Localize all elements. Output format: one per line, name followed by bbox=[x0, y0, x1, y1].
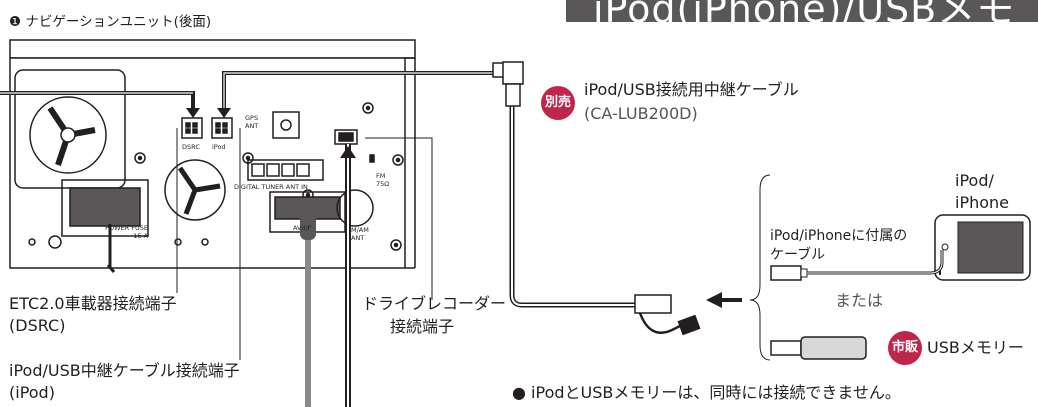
av-if-label: AV/I/F bbox=[293, 224, 312, 232]
usb-memory-label: USBメモリー bbox=[927, 338, 1024, 357]
optional-badge: 別売 bbox=[541, 86, 575, 120]
usb-memory-stick bbox=[770, 336, 867, 360]
unit-subtitle: ❶ ナビゲーションユニット(後面) bbox=[9, 14, 212, 30]
relay-cable-model: (CA-LUB200D) bbox=[584, 104, 698, 123]
relay-cable bbox=[492, 61, 742, 336]
power-fuse-label: POWER FUSE 15 A bbox=[105, 224, 148, 240]
unit-cables bbox=[0, 71, 500, 407]
or-label: または bbox=[835, 291, 884, 310]
ipod-device-title: iPod/ bbox=[955, 171, 994, 190]
am-ant-label: M/AM ANT bbox=[351, 226, 369, 242]
ipod-device-title-2: iPhone bbox=[955, 193, 1010, 212]
iphone-device bbox=[934, 214, 1031, 281]
gps-ant-label: GPS ANT bbox=[245, 114, 259, 130]
drive-recorder-sub: 接続端子 bbox=[390, 317, 455, 336]
connection-note: ● iPodとUSBメモリーは、同時には接続できません。 bbox=[512, 383, 901, 402]
ipod-terminal-sub: (iPod) bbox=[9, 383, 55, 402]
dsrc-port-label: DSRC bbox=[182, 143, 200, 151]
etc-terminal-label: ETC2.0車載器接続端子 bbox=[9, 294, 177, 313]
ipod-port-label: iPod bbox=[212, 143, 226, 151]
section-header-bar bbox=[566, 0, 1038, 22]
relay-cable-name: iPod/USB接続用中継ケーブル bbox=[584, 80, 799, 99]
device-brace bbox=[749, 174, 771, 361]
included-cable bbox=[770, 250, 944, 281]
etc-terminal-sub: (DSRC) bbox=[9, 316, 66, 335]
included-cable-label-2: ケーブル bbox=[770, 247, 826, 263]
section-title: iPod(iPhone)/USBメモリ bbox=[593, 0, 1016, 86]
fm-ant-label: FM 75Ω bbox=[376, 172, 390, 188]
leader-lines bbox=[176, 128, 433, 360]
drive-recorder-label: ドライブレコーダー bbox=[362, 294, 507, 313]
ipod-terminal-label: iPod/USB中継ケーブル接続端子 bbox=[9, 361, 240, 380]
digital-tuner-label: DIGITAL TUNER ANT IN bbox=[234, 183, 308, 191]
included-cable-label: iPod/iPhoneに付属の bbox=[770, 228, 908, 244]
market-badge: 市販 bbox=[888, 331, 922, 365]
